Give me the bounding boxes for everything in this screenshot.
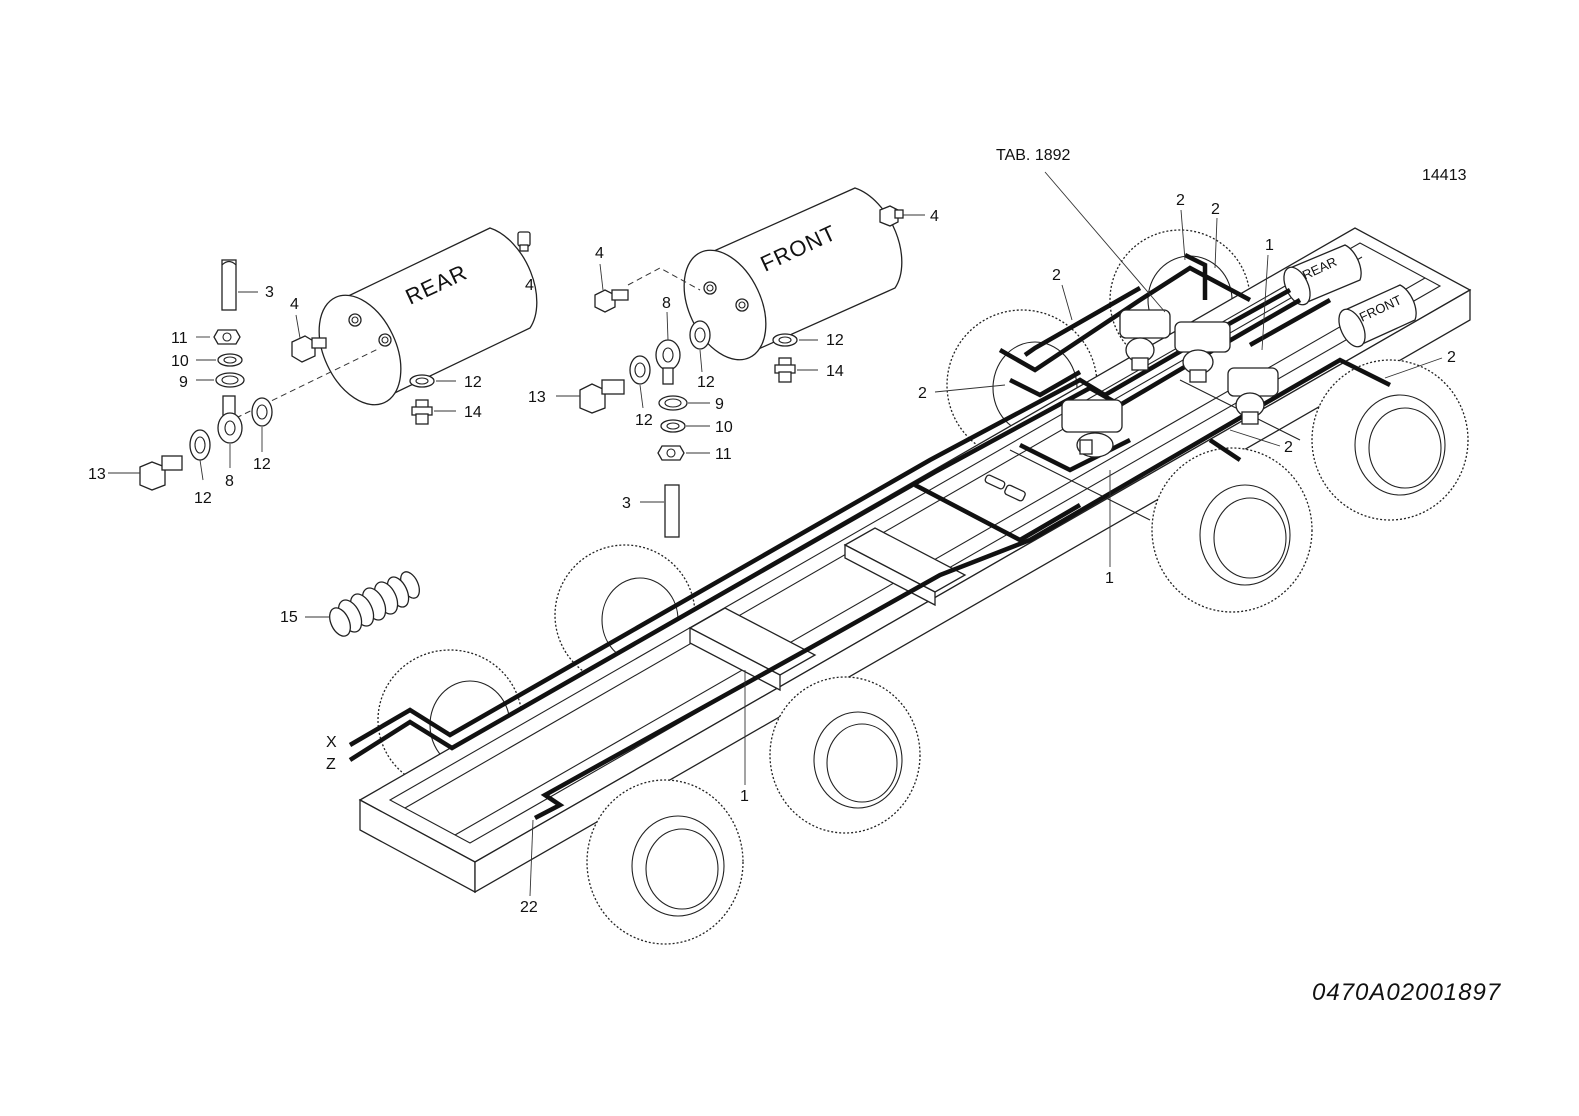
pipe-3b	[664, 484, 680, 538]
plug-4c	[879, 205, 904, 227]
callout-11b: 11	[715, 446, 732, 463]
callout-8b: 8	[662, 295, 671, 312]
leader-lines	[108, 171, 1443, 897]
callout-14a: 14	[464, 404, 482, 421]
wheel-near-rear-1	[1311, 359, 1469, 521]
table-reference: TAB. 1892	[996, 147, 1071, 164]
callout-9b: 9	[715, 396, 724, 413]
wheel-near-front-2	[769, 676, 921, 834]
callout-8a: 8	[225, 473, 234, 490]
wheel-near-front-1	[586, 779, 744, 945]
callout-12e: 12	[826, 332, 844, 349]
rear-tank-assembly: REAR	[139, 227, 538, 491]
callout-15: 15	[280, 609, 298, 626]
washer-12a	[189, 429, 211, 461]
rear-tank: REAR	[318, 227, 538, 406]
callout-4c: 4	[595, 245, 604, 262]
callout-12f: 12	[635, 412, 653, 429]
washer-10a	[217, 353, 243, 367]
fittings-small	[984, 474, 1026, 502]
bolt-4d	[594, 289, 629, 313]
washer-12e	[689, 320, 711, 350]
callout-2d: 2	[918, 385, 927, 402]
line-label-z: Z	[326, 756, 336, 773]
spring-guard-15	[329, 571, 421, 637]
callout-12b: 12	[253, 456, 271, 473]
callout-10b: 10	[715, 419, 733, 436]
banjo-8a	[217, 395, 243, 444]
callout-22: 22	[520, 899, 538, 916]
fitting-14b	[774, 357, 796, 383]
callout-2f: 2	[1284, 439, 1293, 456]
line-label-x: X	[326, 734, 337, 751]
pipe-3a	[221, 259, 237, 311]
callout-13a: 13	[88, 466, 106, 483]
valve-2	[1174, 321, 1231, 383]
valve-3	[1227, 367, 1279, 425]
callout-13b: 13	[528, 389, 546, 406]
chassis-frame: REAR FRONT	[358, 227, 1472, 945]
washer-10b	[660, 419, 686, 433]
callout-3b: 3	[622, 495, 631, 512]
valve-4	[1061, 399, 1123, 458]
callout-4a: 4	[525, 277, 534, 294]
fitting-14a	[411, 399, 433, 425]
plug-4a	[517, 231, 531, 252]
callout-1b: 1	[1105, 570, 1114, 587]
callout-4b: 4	[290, 296, 299, 313]
callout-12c: 12	[464, 374, 482, 391]
frame-tank-front: FRONT	[1338, 284, 1417, 348]
wheel-near-rear-2	[1151, 447, 1313, 613]
front-tank-assembly: FRONT	[579, 187, 904, 538]
washer-12f	[772, 333, 798, 347]
washer-12c	[409, 374, 435, 388]
callout-11a: 11	[171, 330, 188, 347]
ring-9b	[658, 395, 688, 411]
callout-14b: 14	[826, 363, 844, 380]
washer-12b	[251, 397, 273, 427]
callout-4d: 4	[930, 208, 939, 225]
callout-labels: 3 4 4 11 10 9 13 12 8 12 12 14 4 4 8 12 …	[88, 147, 1502, 1006]
valve-cluster	[984, 309, 1279, 502]
washer-12d	[629, 355, 651, 385]
bolt-4b	[291, 335, 327, 363]
drawing-ref-code: 14413	[1422, 167, 1467, 184]
callout-2e: 2	[1447, 349, 1456, 366]
callout-12d: 12	[697, 374, 715, 391]
callout-2a: 2	[1176, 192, 1185, 209]
callout-2c: 2	[1052, 267, 1061, 284]
nut-11b	[657, 445, 685, 461]
callout-10a: 10	[171, 353, 189, 370]
frame-tank-rear: REAR	[1283, 244, 1362, 306]
bolt-13b	[579, 379, 625, 414]
callout-12a: 12	[194, 490, 212, 507]
banjo-8b	[655, 339, 681, 385]
ring-9a	[215, 372, 245, 388]
callout-2b: 2	[1211, 201, 1220, 218]
callout-9a: 9	[179, 374, 188, 391]
document-number: 0470A02001897	[1312, 979, 1502, 1006]
nut-11a	[213, 329, 241, 345]
callout-3a: 3	[265, 284, 274, 301]
bolt-13a	[139, 455, 183, 491]
callout-1c: 1	[740, 788, 749, 805]
valve-1	[1119, 309, 1171, 371]
callout-1a: 1	[1265, 237, 1274, 254]
